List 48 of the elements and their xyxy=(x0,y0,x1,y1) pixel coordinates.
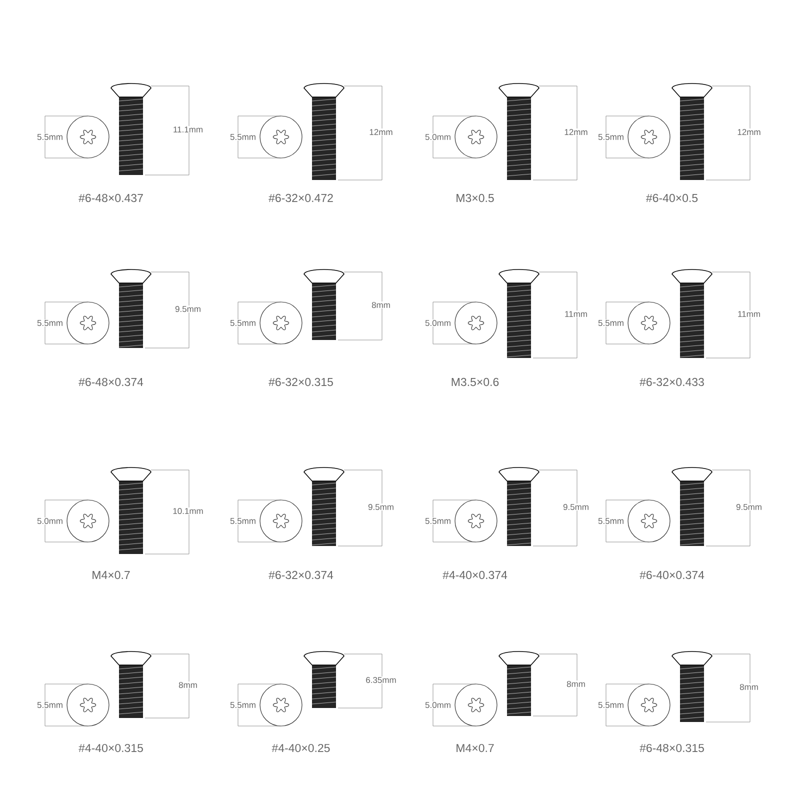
dimension-label: 11mm xyxy=(564,310,588,318)
dimension-label: 5.0mm xyxy=(424,320,452,327)
dimension-label: 9.5mm xyxy=(174,306,202,312)
dimension-label: 11.1mm xyxy=(172,126,204,133)
dimension-label: 12mm xyxy=(736,128,762,136)
dimension-label: 5.5mm xyxy=(230,518,256,524)
screw-size-label: M3.5×0.6 xyxy=(452,378,499,386)
dimension-label: 8mm xyxy=(371,302,391,308)
dimension-label: 5.5mm xyxy=(36,134,64,140)
screw-size-label: #6-32×0.433 xyxy=(640,378,704,386)
dimension-label: 8mm xyxy=(739,684,759,691)
dimension-label: 5.5mm xyxy=(230,702,256,708)
screw-size-label: #6-40×0.5 xyxy=(646,194,698,202)
screw-size-label: #4-40×0.315 xyxy=(78,744,143,752)
dimension-label: 5.5mm xyxy=(598,702,624,708)
dimension-label: 5.5mm xyxy=(230,320,256,326)
dimension-label: 12mm xyxy=(368,128,394,136)
dimension-label: 12mm xyxy=(564,128,588,136)
dimension-label: 10.1mm xyxy=(172,508,204,515)
dimension-label: 9.5mm xyxy=(562,504,590,511)
dimension-label: 9.5mm xyxy=(736,504,762,511)
dimension-label: 6.35mm xyxy=(365,676,397,684)
screw-size-label: #4-40×0.25 xyxy=(272,744,330,752)
dimension-label: 5.0mm xyxy=(424,134,452,140)
dimension-label: 5.5mm xyxy=(424,518,452,524)
screw-size-label: M4×0.7 xyxy=(456,744,494,752)
screw-size-label: #6-32×0.472 xyxy=(268,194,333,202)
screw-size-label: #4-40×0.374 xyxy=(442,570,508,580)
dimension-label: 5.5mm xyxy=(230,134,256,140)
screw-size-label: #6-40×0.374 xyxy=(640,570,704,580)
dimension-label: 5.5mm xyxy=(598,134,624,140)
dimension-label: 5.5mm xyxy=(598,320,624,326)
dimension-label: 9.5mm xyxy=(368,504,394,511)
screw-size-label: #6-48×0.437 xyxy=(78,194,143,202)
screw-size-label: M4×0.7 xyxy=(92,570,130,580)
dimension-label: 5.5mm xyxy=(598,518,624,524)
screw-size-label: #6-48×0.374 xyxy=(78,378,144,386)
screw-size-label: #6-32×0.315 xyxy=(268,378,333,386)
screw-size-label: M3×0.5 xyxy=(456,194,494,202)
dimension-label: 5.0mm xyxy=(36,518,64,525)
dimension-label: 5.5mm xyxy=(36,702,64,708)
dimension-label: 8mm xyxy=(566,680,586,688)
screw-size-label: #6-32×0.374 xyxy=(268,570,334,580)
dimension-label: 5.5mm xyxy=(36,320,64,326)
screw-size-label: #6-48×0.315 xyxy=(640,744,704,752)
dimension-label: 11mm xyxy=(737,310,761,318)
dimension-label: 8mm xyxy=(178,682,198,689)
dimension-label: 5.0mm xyxy=(424,702,452,709)
